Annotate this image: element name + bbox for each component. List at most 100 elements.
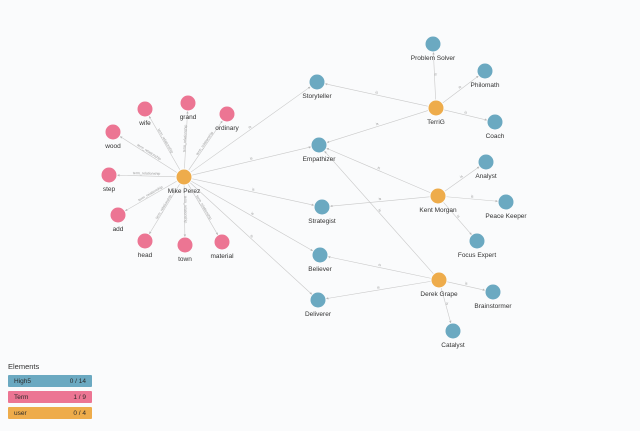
edge-terri-philomath[interactable]: is — [442, 75, 479, 104]
edge-label: is — [464, 110, 468, 115]
legend-item-term[interactable]: Term 1 / 9 — [8, 391, 92, 403]
edge-mike-step[interactable]: term_relationship — [117, 171, 176, 178]
node-circle[interactable] — [214, 234, 230, 250]
edge-label: term_relationship — [155, 194, 173, 220]
node-circle[interactable] — [309, 74, 325, 90]
node-circle[interactable] — [105, 124, 121, 140]
edge-line — [148, 116, 181, 170]
node-town[interactable]: town — [177, 237, 193, 264]
node-circle[interactable] — [101, 167, 117, 183]
edge-mike-deliverer[interactable]: is — [190, 182, 313, 295]
edge-line — [444, 166, 480, 192]
node-analyst[interactable]: Analyst — [475, 154, 497, 181]
edge-label: is — [377, 285, 380, 289]
node-circle[interactable] — [485, 284, 501, 300]
node-circle[interactable] — [312, 247, 328, 263]
edge-mike-empathizer[interactable]: is — [192, 146, 312, 176]
edge-line — [184, 111, 189, 169]
node-catalyst[interactable]: Catalyst — [441, 323, 465, 350]
node-circle[interactable] — [137, 101, 153, 117]
node-mike[interactable]: Mike Perez — [168, 169, 201, 196]
node-philomath[interactable]: Philomath — [471, 63, 500, 90]
edge-mike-storyteller[interactable]: is — [190, 86, 311, 173]
node-derek[interactable]: Derek Grape — [420, 272, 458, 299]
node-label: Coach — [486, 133, 505, 140]
node-coach[interactable]: Coach — [486, 114, 505, 141]
node-circle[interactable] — [469, 233, 485, 249]
node-strategist[interactable]: Strategist — [308, 199, 336, 226]
node-circle[interactable] — [137, 233, 153, 249]
edge-line — [330, 196, 430, 208]
legend-item-label: user — [14, 409, 27, 417]
node-circle[interactable] — [428, 100, 444, 116]
node-circle[interactable] — [445, 323, 461, 339]
edge-kent-focus[interactable]: is — [443, 202, 472, 235]
edge-line — [125, 180, 177, 212]
edge-label: is — [458, 85, 463, 90]
edge-derek-catalyst[interactable]: is — [440, 288, 452, 324]
edge-mike-believer[interactable]: is — [191, 180, 313, 252]
node-label: head — [138, 252, 153, 259]
edge-terri-storyteller[interactable]: is — [324, 83, 428, 107]
edge-terri-coach[interactable]: is — [444, 109, 488, 121]
edge-mike-strategist[interactable]: is — [192, 178, 315, 206]
edge-mike-wife[interactable]: term_relationship — [148, 116, 181, 170]
node-circle[interactable] — [219, 106, 235, 122]
node-circle[interactable] — [487, 114, 503, 130]
node-circle[interactable] — [110, 207, 126, 223]
node-circle[interactable] — [477, 63, 493, 79]
edge-line — [325, 281, 431, 300]
node-focus[interactable]: Focus Expert — [458, 233, 496, 260]
edge-line — [190, 86, 311, 173]
legend-item-count: 1 / 9 — [73, 393, 86, 401]
node-circle[interactable] — [176, 169, 192, 185]
edge-label: is — [378, 197, 381, 201]
legend-item-high5[interactable]: High5 0 / 14 — [8, 375, 92, 387]
node-circle[interactable] — [478, 154, 494, 170]
edge-kent-empathizer[interactable]: is — [326, 148, 431, 193]
node-peace[interactable]: Peace Keeper — [485, 194, 527, 221]
node-wife[interactable]: wife — [137, 101, 153, 128]
node-circle[interactable] — [310, 292, 326, 308]
edge-kent-peace[interactable]: is — [446, 194, 498, 203]
node-problem[interactable]: Problem Solver — [411, 36, 456, 63]
node-circle[interactable] — [180, 95, 196, 111]
node-circle[interactable] — [425, 36, 441, 52]
node-empathizer[interactable]: Empathizer — [303, 137, 337, 164]
node-deliverer[interactable]: Deliverer — [305, 292, 332, 319]
node-add[interactable]: add — [110, 207, 126, 234]
node-circle[interactable] — [311, 137, 327, 153]
edge-derek-empathizer[interactable]: is — [324, 151, 434, 274]
node-circle[interactable] — [314, 199, 330, 215]
node-circle[interactable] — [430, 188, 446, 204]
node-kent[interactable]: Kent Morgan — [419, 188, 457, 215]
node-head[interactable]: head — [137, 233, 153, 260]
edge-kent-analyst[interactable]: is — [444, 166, 480, 192]
edge-derek-believer[interactable]: is — [327, 255, 431, 279]
edge-label: term_relationship — [195, 131, 214, 156]
edge-kent-strategist[interactable]: is — [330, 196, 430, 208]
edge-terri-problem[interactable]: is — [432, 52, 438, 100]
node-ordinary[interactable]: ordinary — [215, 106, 239, 133]
node-terri[interactable]: TerriG — [427, 100, 445, 127]
node-material[interactable]: material — [210, 234, 234, 261]
node-storyteller[interactable]: Storyteller — [302, 74, 332, 101]
node-believer[interactable]: Believer — [308, 247, 333, 274]
node-circle[interactable] — [431, 272, 447, 288]
node-circle[interactable] — [498, 194, 514, 210]
legend-item-user[interactable]: user 0 / 4 — [8, 407, 92, 419]
node-step[interactable]: step — [101, 167, 117, 194]
node-brainstormer[interactable]: Brainstormer — [474, 284, 512, 311]
edge-mike-grand[interactable]: term_relationship — [182, 111, 189, 169]
edge-derek-deliverer[interactable]: is — [325, 281, 431, 300]
edge-derek-brainstormer[interactable]: is — [447, 281, 486, 291]
legend-item-label: High5 — [14, 377, 31, 385]
node-wood[interactable]: wood — [104, 124, 121, 151]
node-grand[interactable]: grand — [180, 95, 197, 122]
edge-mike-town[interactable]: term_relationship — [183, 185, 188, 237]
edge-line — [188, 120, 223, 171]
edge-line — [192, 146, 312, 176]
node-circle[interactable] — [177, 237, 193, 253]
edge-terri-empathizer[interactable]: is — [326, 110, 428, 143]
